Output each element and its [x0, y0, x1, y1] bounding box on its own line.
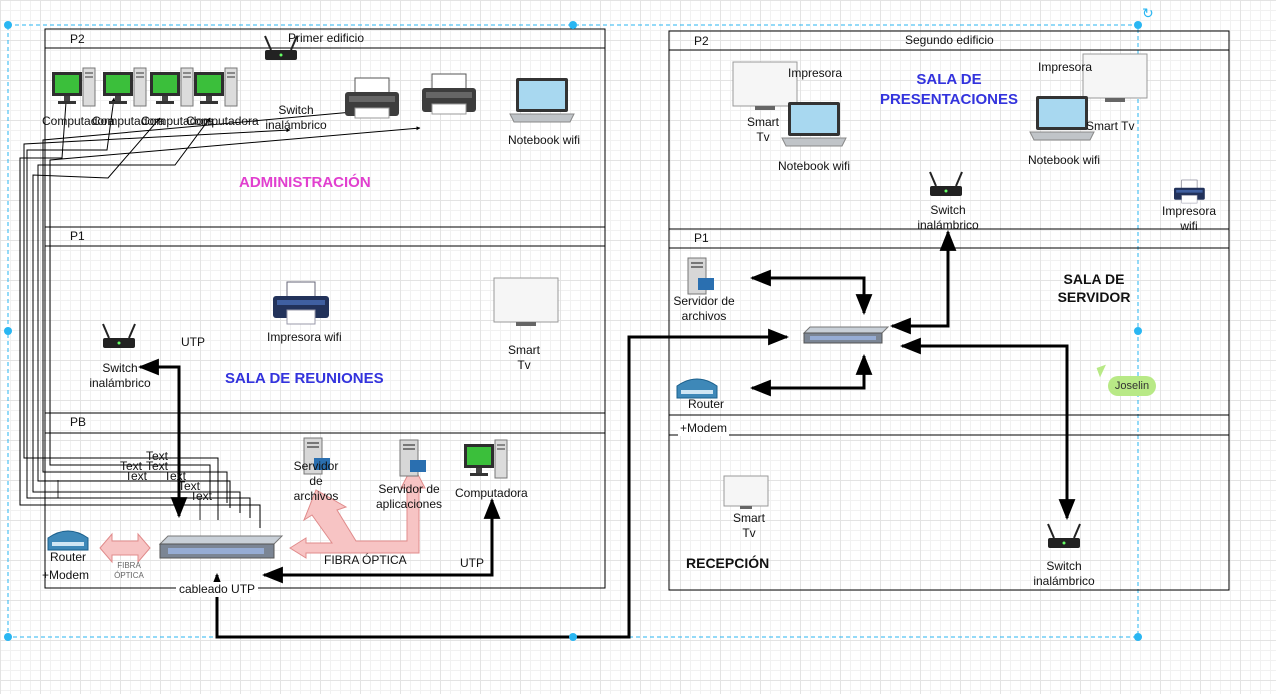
device-label: Impresora [1038, 60, 1093, 74]
smart-tv-icon[interactable] [723, 475, 769, 510]
link-label: cableado UTP [176, 582, 259, 597]
device-label: Servidor de aplicaciones [375, 482, 443, 511]
room-title: SALA DE REUNIONES [225, 370, 384, 387]
building-title: Segundo edificio [905, 33, 994, 47]
router-icon[interactable] [47, 530, 89, 551]
printer-icon[interactable] [1173, 179, 1206, 204]
selection-handle[interactable] [1134, 327, 1142, 335]
link-label: FIBRA ÓPTICA [324, 553, 407, 567]
note-joselin[interactable]: Joselin [1108, 376, 1156, 396]
text-placeholder: Text [146, 449, 169, 463]
device-label: Impresora wifi [267, 330, 342, 344]
device-label: Computadora [141, 114, 214, 128]
admin-thin-links [19, 87, 421, 528]
device-label: +Modem [678, 421, 730, 436]
device-label: Impresora [788, 66, 843, 80]
selection-handle[interactable] [1134, 21, 1142, 29]
device-label: Switch inalámbrico [1033, 559, 1095, 588]
wireless-switch-icon[interactable] [929, 171, 963, 197]
text-placeholder: Text [120, 459, 143, 473]
floor-label: P1 [70, 229, 85, 243]
computer-icon[interactable] [149, 67, 194, 107]
switch-icon[interactable] [159, 535, 283, 559]
link-label: UTP [460, 556, 484, 570]
selection-handle[interactable] [4, 633, 12, 641]
device-label: Notebook wifi [778, 159, 851, 173]
switch-icon[interactable] [803, 326, 889, 344]
text-placeholder: Text [178, 479, 201, 493]
room-title: SALA DE PRESENTACIONES [879, 71, 1019, 108]
selection-handle[interactable] [4, 327, 12, 335]
smart-tv-icon[interactable] [1082, 53, 1148, 103]
text-placeholder: Text [125, 469, 148, 483]
printer-icon[interactable] [344, 77, 400, 119]
device-label: Servidor de archivos [293, 459, 339, 503]
device-label: Notebook wifi [1028, 153, 1101, 167]
room-title: ADMINISTRACIÓN [239, 174, 371, 191]
floor-label: P2 [70, 32, 85, 46]
router-icon[interactable] [676, 378, 718, 399]
room-title: SALA DE SERVIDOR [1057, 271, 1131, 305]
device-label: Smart Tv [746, 115, 779, 144]
printer-icon[interactable] [421, 73, 477, 115]
text-placeholder: Text [164, 469, 187, 483]
device-label: Computadora [42, 114, 115, 128]
floor-label: P2 [694, 34, 709, 48]
computer-icon[interactable] [102, 67, 147, 107]
wireless-switch-icon[interactable] [1047, 523, 1081, 549]
text-placeholder: Text [146, 459, 169, 473]
selection-handle[interactable] [4, 21, 12, 29]
device-label: Router [688, 397, 725, 411]
laptop-icon[interactable] [509, 77, 575, 123]
selection-handle[interactable] [569, 633, 577, 641]
smart-tv-icon[interactable] [493, 277, 559, 327]
app-server-icon[interactable] [399, 439, 427, 477]
link-label: FIBRA ÓPTICA [114, 561, 144, 580]
device-label: Servidor de archivos [673, 294, 735, 323]
computer-icon[interactable] [193, 67, 238, 107]
device-label: Router [50, 550, 87, 564]
device-label: Switch inalámbrico [917, 203, 979, 232]
laptop-icon[interactable] [781, 101, 847, 147]
building-title: Primer edificio [288, 31, 365, 45]
thick-links [137, 229, 1076, 639]
device-label: Computadora [92, 114, 165, 128]
device-label: +Modem [42, 568, 90, 582]
device-label: Smart Tv [507, 343, 540, 372]
device-label: Switch inalámbrico [89, 361, 151, 390]
computer-icon[interactable] [51, 67, 96, 107]
file-server-icon[interactable] [687, 257, 715, 295]
device-label: Notebook wifi [508, 133, 581, 147]
text-placeholder: Text [190, 489, 213, 503]
device-label: Smart Tv [1086, 119, 1135, 133]
floor-label: PB [70, 415, 87, 429]
device-label: Smart Tv [732, 511, 765, 540]
printer-wifi-icon[interactable] [272, 281, 330, 325]
wireless-switch-icon[interactable] [102, 323, 136, 349]
device-label: Computadora [455, 486, 528, 500]
floor-label: P1 [694, 231, 709, 245]
link-label: UTP [181, 335, 205, 349]
laptop-icon[interactable] [1029, 95, 1095, 141]
rotate-icon[interactable]: ↻ [1142, 5, 1154, 21]
room-title: RECEPCIÓN [686, 555, 770, 571]
device-label: Impresora wifi [1161, 204, 1217, 233]
device-label: Switch inalámbrico [265, 103, 327, 132]
selection-handle[interactable] [569, 21, 577, 29]
selection-handle[interactable] [1134, 633, 1142, 641]
computer-icon[interactable] [463, 439, 508, 479]
device-label: Computadora [186, 114, 259, 128]
